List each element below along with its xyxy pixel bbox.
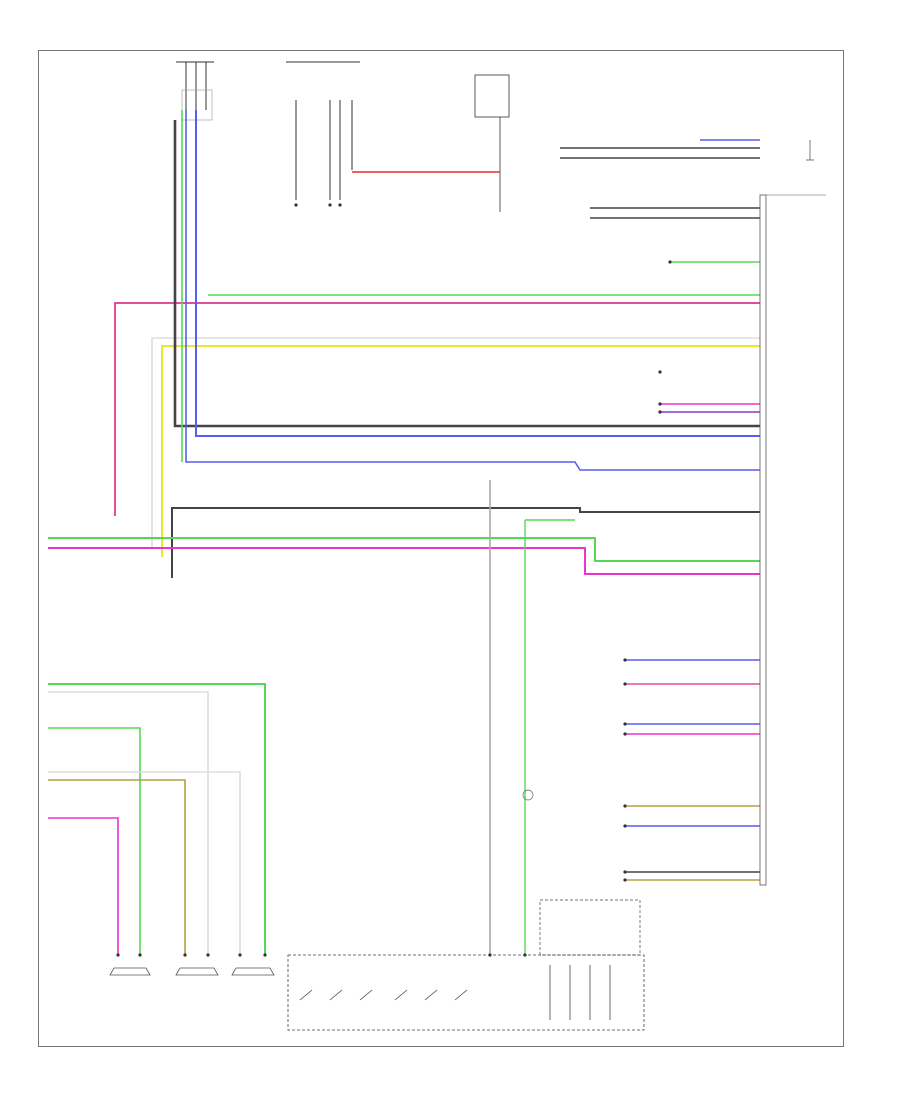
top-left-connector: [176, 61, 214, 121]
wire-top-right-black: [560, 147, 760, 159]
wire-speaker-white-2: [48, 771, 241, 955]
wire-speaker-magenta: [48, 817, 119, 955]
wire-pink-1: [114, 302, 760, 516]
wire-speaker-white: [48, 691, 209, 955]
wire-speaker-green: [48, 683, 266, 955]
antenna-ground: [806, 140, 814, 161]
wire-speaker-olive: [48, 779, 186, 955]
diagram-frame: [38, 50, 844, 1047]
speaker-icon: [231, 967, 275, 976]
speaker-icon: [175, 967, 219, 976]
terminal-dots: [116, 203, 672, 957]
wire-white-1: [151, 337, 760, 548]
wire-top-right-black-2: [590, 207, 760, 219]
wire-black-1: [173, 120, 760, 428]
speaker-icon: [109, 967, 151, 976]
top-mid-connector: [286, 61, 360, 200]
radio-module-connector: [759, 194, 767, 886]
wire-magenta-2: [48, 547, 760, 575]
aux-jack-symbol: [522, 789, 534, 801]
wires: [48, 110, 760, 955]
speaker-symbols: [109, 967, 275, 976]
wire-blue-1: [195, 110, 760, 437]
wire-speaker-green-2: [48, 727, 141, 955]
wire-blue-2: [185, 110, 760, 471]
steering-switch-box: [287, 954, 645, 1031]
top-antenna-connector: [474, 74, 510, 212]
wire-yellow-1: [161, 345, 760, 557]
wire-black-2: [171, 507, 760, 578]
wire-green-2: [48, 537, 760, 562]
